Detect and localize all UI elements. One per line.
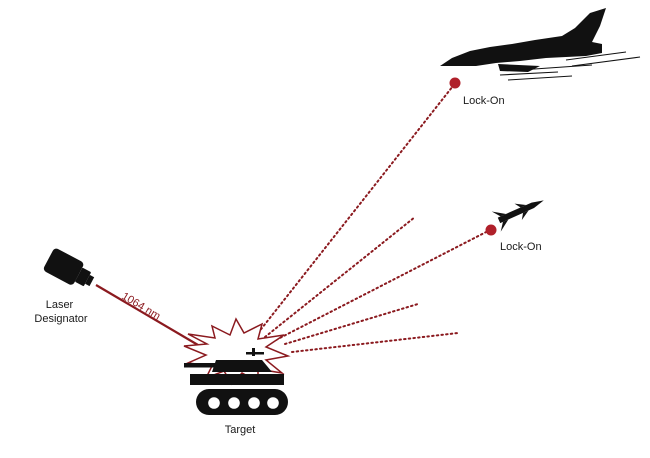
target-label: Target: [225, 424, 256, 436]
missile-icon: [491, 200, 544, 232]
tank-road-wheels: [208, 397, 279, 409]
speed-line: [499, 71, 559, 76]
reflection-to-jet: [257, 85, 454, 334]
road-wheel: [248, 397, 260, 409]
reflection-ray-3: [291, 332, 459, 353]
road-wheel: [267, 397, 279, 409]
designator-beam: [95, 284, 199, 346]
tank-icon: [184, 348, 288, 415]
missile-seeker-dot: [485, 224, 497, 236]
fighter-jet-icon: [440, 8, 641, 81]
speed-line: [519, 64, 593, 71]
laser-designator-label: Laser Designator: [34, 299, 88, 325]
wavelength-label: 1064 nm: [119, 290, 162, 322]
road-wheel: [228, 397, 240, 409]
jet-seeker-dot: [449, 77, 461, 89]
reflection-ray-1: [264, 216, 416, 338]
reflection-ray-2: [284, 303, 419, 345]
road-wheel: [208, 397, 220, 409]
speed-line: [507, 75, 573, 81]
reflection-to-missile: [271, 229, 491, 343]
jet-lock-on-label: Lock-On: [463, 95, 505, 107]
speed-line: [565, 51, 627, 61]
speed-line: [571, 56, 641, 67]
missile-lock-on-label: Lock-On: [500, 241, 542, 253]
reflected-energy-lines: [257, 85, 491, 353]
laser-designator-icon: [43, 248, 95, 287]
